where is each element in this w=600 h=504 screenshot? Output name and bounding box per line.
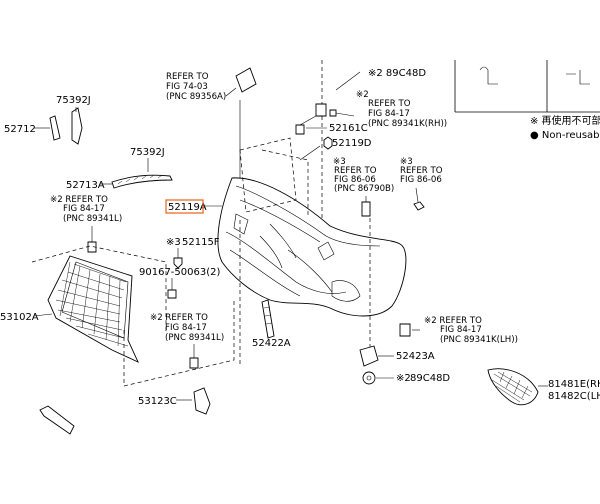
part-label-52115f: 52115F bbox=[182, 237, 220, 248]
part-label-89c48d-top: ※2 89C48D bbox=[368, 68, 426, 79]
part-label-75392j-upper: 75392J bbox=[56, 95, 91, 106]
radiator-grille-53102a bbox=[47, 255, 139, 363]
ref-line: FIG 84-17 bbox=[63, 204, 105, 214]
legend-item-reuse: ※ 再使用不可部 bbox=[530, 114, 600, 127]
ref-line: REFER TO bbox=[334, 166, 377, 176]
part-label-52713a: 52713A bbox=[66, 180, 105, 191]
garnish-part-left bbox=[39, 405, 75, 435]
part-label-53102a: 53102A bbox=[0, 312, 39, 323]
ref-line: (PNC 89341K(RH)) bbox=[368, 119, 447, 129]
ref-note-fig-84-17-lh: ※2 REFER TO FIG 84-17 (PNC 89341K(LH)) bbox=[424, 316, 518, 345]
ref-line: FIG 84-17 bbox=[368, 109, 410, 119]
ref-line: FIG 84-17 bbox=[440, 325, 482, 335]
ref-note-fig-86-06-a: ※3 REFER TO FIG 86-06 (PNC 86790B) bbox=[333, 157, 394, 194]
bumper-extension-52422a bbox=[261, 299, 275, 339]
ref-note-fig-84-17-l-upper: ※2 REFER TO FIG 84-17 (PNC 89341L) bbox=[50, 195, 122, 224]
part-label-52422a: 52422A bbox=[252, 338, 291, 349]
ref-line: ※2 REFER TO bbox=[150, 313, 208, 323]
sensor-bracket-left bbox=[87, 241, 97, 253]
bracket-53123c bbox=[193, 387, 211, 415]
ref-line: FIG 74-03 bbox=[166, 82, 208, 92]
sensor-bracket-part bbox=[361, 201, 371, 217]
ref-line: FIG 86-06 bbox=[400, 175, 442, 185]
ref-line: REFER TO bbox=[166, 72, 209, 82]
part-label-89c48d: 89C48D bbox=[410, 373, 450, 384]
part-label-52712: 52712 bbox=[4, 124, 36, 135]
screw-90167 bbox=[167, 289, 177, 299]
ref-line: (PNC 86790B) bbox=[334, 184, 394, 194]
highlighted-part-callout bbox=[165, 199, 204, 214]
ref-line: (PNC 89341L) bbox=[63, 214, 122, 224]
part-label-52423a: 52423A bbox=[396, 351, 435, 362]
ref-line: ※2 bbox=[356, 90, 369, 100]
legend-item-non-reusable: ● Non-reusable bbox=[530, 130, 600, 141]
bracket-clip-lh bbox=[399, 323, 411, 337]
ref-line: ※3 bbox=[333, 157, 346, 167]
part-label-52119a: 52119A bbox=[168, 202, 207, 213]
front-bumper-cover bbox=[217, 177, 407, 317]
bracket-clip-rh bbox=[315, 103, 337, 117]
sensor-bracket-lower-left bbox=[189, 357, 199, 369]
part-label-90167-50063: 90167-50063(2) bbox=[139, 267, 220, 278]
ref-line: ※2 REFER TO bbox=[424, 316, 482, 326]
ref-line: FIG 84-17 bbox=[165, 323, 207, 333]
ref-line: (PNC 89341K(LH)) bbox=[440, 335, 518, 345]
part-label-75392j-lower: 75392J bbox=[130, 147, 165, 158]
fog-cover-part bbox=[235, 67, 257, 93]
ref-line: ※3 bbox=[400, 157, 413, 167]
part-label-81482c: 81482C(LH) bbox=[548, 391, 600, 402]
ref-note-fig-74-03: REFER TO FIG 74-03 (PNC 89356A) bbox=[166, 72, 226, 102]
part-label-52119d: 52119D bbox=[332, 138, 372, 149]
ref-line: REFER TO bbox=[400, 166, 443, 176]
ref-line: FIG 86-06 bbox=[334, 175, 376, 185]
ref-line: REFER TO bbox=[368, 99, 411, 109]
screw-52161c bbox=[295, 124, 305, 135]
sensor-clip-part bbox=[413, 201, 425, 211]
ref-note-fig-84-17-rh: ※2 REFER TO FIG 84-17 (PNC 89341K(RH)) bbox=[356, 90, 447, 129]
ref-line: (PNC 89356A) bbox=[166, 92, 226, 102]
bumper-spacer-52712 bbox=[49, 115, 61, 141]
fog-lamp-cover-81481e bbox=[487, 368, 539, 406]
part-label-81481e: 81481E(RH) bbox=[548, 379, 600, 390]
ref-line: (PNC 89341L) bbox=[165, 333, 224, 343]
inset-panel: ※ 再使用不可部 ● Non-reusable bbox=[454, 60, 600, 141]
ref-note-fig-86-06-b: ※3 REFER TO FIG 86-06 bbox=[400, 157, 443, 185]
ref-line: ※2 REFER TO bbox=[50, 195, 108, 205]
part-label-52161c: 52161C bbox=[329, 123, 368, 134]
bumper-retainer-52713a bbox=[111, 174, 173, 189]
screw-52115f bbox=[173, 257, 183, 269]
bumper-extension-52423a bbox=[359, 345, 379, 367]
part-mark-2: ※2 bbox=[396, 373, 411, 384]
part-mark-3: ※3 bbox=[166, 237, 181, 248]
ref-note-fig-84-17-l-lower: ※2 REFER TO FIG 84-17 (PNC 89341L) bbox=[150, 313, 224, 343]
part-label-53123c: 53123C bbox=[138, 396, 177, 407]
bumper-retainer-upper bbox=[71, 107, 83, 145]
clip-52119d bbox=[323, 136, 333, 150]
clip-89c48d bbox=[362, 371, 376, 385]
